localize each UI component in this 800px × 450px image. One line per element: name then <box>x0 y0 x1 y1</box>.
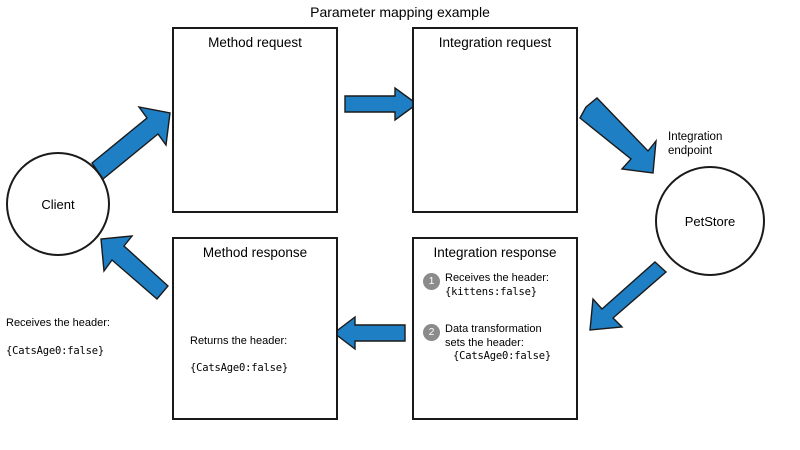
arrow-client-to-method-request <box>91 105 171 181</box>
step-badge-2: 2 <box>423 324 440 341</box>
node-petstore-label: PetStore <box>684 213 736 229</box>
method-response-body: Returns the header: {CatsAge0:false} <box>190 321 336 389</box>
box-method-request[interactable]: Method request <box>172 27 338 213</box>
step-2-line1: Data transformation <box>445 323 542 335</box>
integration-endpoint-caption: Integration endpoint <box>668 131 723 157</box>
box-integration-request[interactable]: Integration request <box>412 27 578 213</box>
arrow-method-request-to-integration-request <box>344 86 419 122</box>
step-2-text: Data transformation sets the header: {Ca… <box>445 323 575 364</box>
step-badge-1: 1 <box>423 273 440 290</box>
arrow-method-response-to-client <box>100 235 169 300</box>
box-integration-response-title: Integration response <box>433 245 557 260</box>
box-method-response-title: Method response <box>202 245 308 260</box>
node-client[interactable]: Client <box>6 152 110 256</box>
client-receives-note: Receives the header: {CatsAge0:false} <box>6 302 166 372</box>
method-response-value: {CatsAge0:false} <box>190 361 288 374</box>
step-1-text: Receives the header: {kittens:false} <box>445 272 573 299</box>
step-2-line2: sets the header: <box>445 336 524 349</box>
step-1-value: {kittens:false} <box>445 285 537 298</box>
client-note-line1: Receives the header: <box>6 317 110 329</box>
box-integration-response[interactable]: Integration response 1 Receives the head… <box>412 237 578 420</box>
arrow-integration-response-to-method-response <box>332 315 406 351</box>
step-1-line1: Receives the header: <box>445 272 549 284</box>
step-2-value: {CatsAge0:false} <box>453 350 551 362</box>
integration-response-step-1: 1 Receives the header: {kittens:false} <box>423 272 573 299</box>
node-client-label: Client <box>41 196 75 212</box>
box-method-response[interactable]: Method response Returns the header: {Cat… <box>172 237 338 420</box>
method-response-line1: Returns the header: <box>190 334 288 347</box>
box-method-request-title: Method request <box>208 35 302 50</box>
client-note-value: {CatsAge0:false} <box>6 345 104 357</box>
integration-response-step-2: 2 Data transformation sets the header: {… <box>423 323 575 364</box>
arrow-integration-request-to-endpoint <box>579 97 657 174</box>
page-title: Parameter mapping example <box>310 4 490 20</box>
arrow-endpoint-to-integration-response <box>589 261 668 331</box>
box-integration-request-title: Integration request <box>438 35 552 50</box>
node-integration-endpoint[interactable]: PetStore <box>655 166 765 276</box>
